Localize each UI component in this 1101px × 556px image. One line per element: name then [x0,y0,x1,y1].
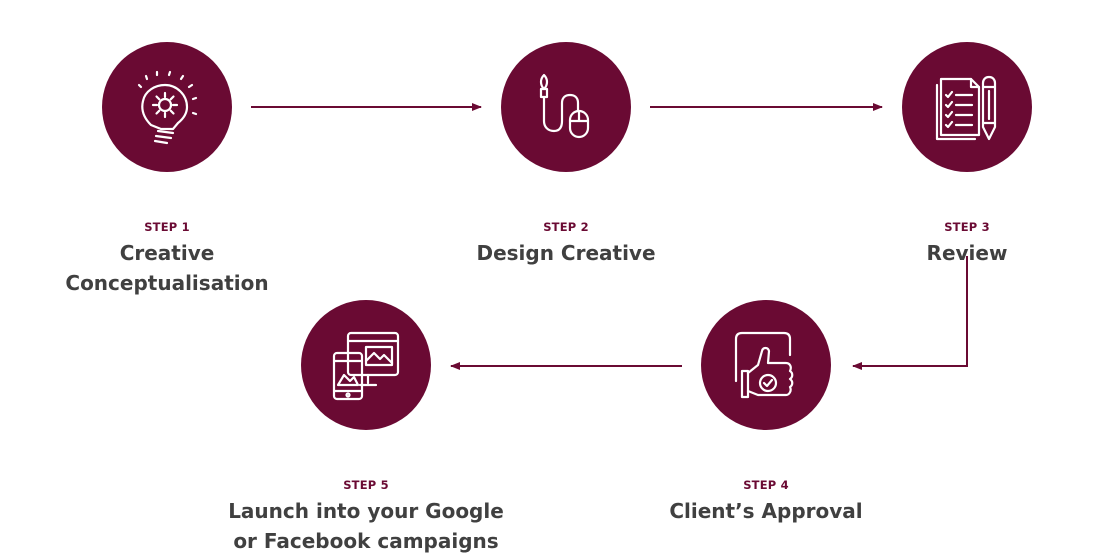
step-4-title-line-1: Client’s Approval [669,499,863,523]
step-3-circle [902,42,1032,172]
step-1-label: STEP 1 [144,220,190,234]
step-2-title: Design Creative [416,238,716,268]
brush-mouse-icon [539,73,590,139]
step-4-circle [701,300,831,430]
step-2-label: STEP 2 [543,220,589,234]
checklist-pen-icon [935,75,997,141]
step-2-title-line-1: Design Creative [476,241,656,265]
step-1-title-line-2: Conceptualisation [65,271,269,295]
connector-arrows [251,103,968,370]
responsive-devices-icon [332,331,400,401]
step-5-label: STEP 5 [343,478,389,492]
step-1: STEP 1 Creative Conceptualisation [17,42,317,298]
step-5-circle [301,300,431,430]
step-5-title-line-2: or Facebook campaigns [233,529,499,553]
step-2-circle [501,42,631,172]
step-2: STEP 2 Design Creative [416,42,716,268]
step-5-title-line-1: Launch into your Google [228,499,504,523]
step-4-label: STEP 4 [743,478,789,492]
step-5: STEP 5 Launch into your Google or Facebo… [216,300,516,556]
step-4-title: Client’s Approval [616,496,916,526]
lightbulb-gear-icon [137,70,198,145]
step-4: STEP 4 Client’s Approval [616,300,916,526]
step-3-label: STEP 3 [944,220,990,234]
arrow-step3-to-step4 [852,256,968,370]
step-3-title: Review [817,238,1101,268]
step-5-title: Launch into your Google or Facebook camp… [216,496,516,556]
step-1-title-line-1: Creative [119,241,215,265]
thumbs-up-check-icon [734,331,794,399]
process-diagram: STEP 1 Creative Conceptualisation STEP 2… [17,42,1101,553]
step-1-circle [102,42,232,172]
step-1-title: Creative Conceptualisation [17,238,317,298]
step-3-title-line-1: Review [926,241,1008,265]
step-3: STEP 3 Review [817,42,1101,268]
